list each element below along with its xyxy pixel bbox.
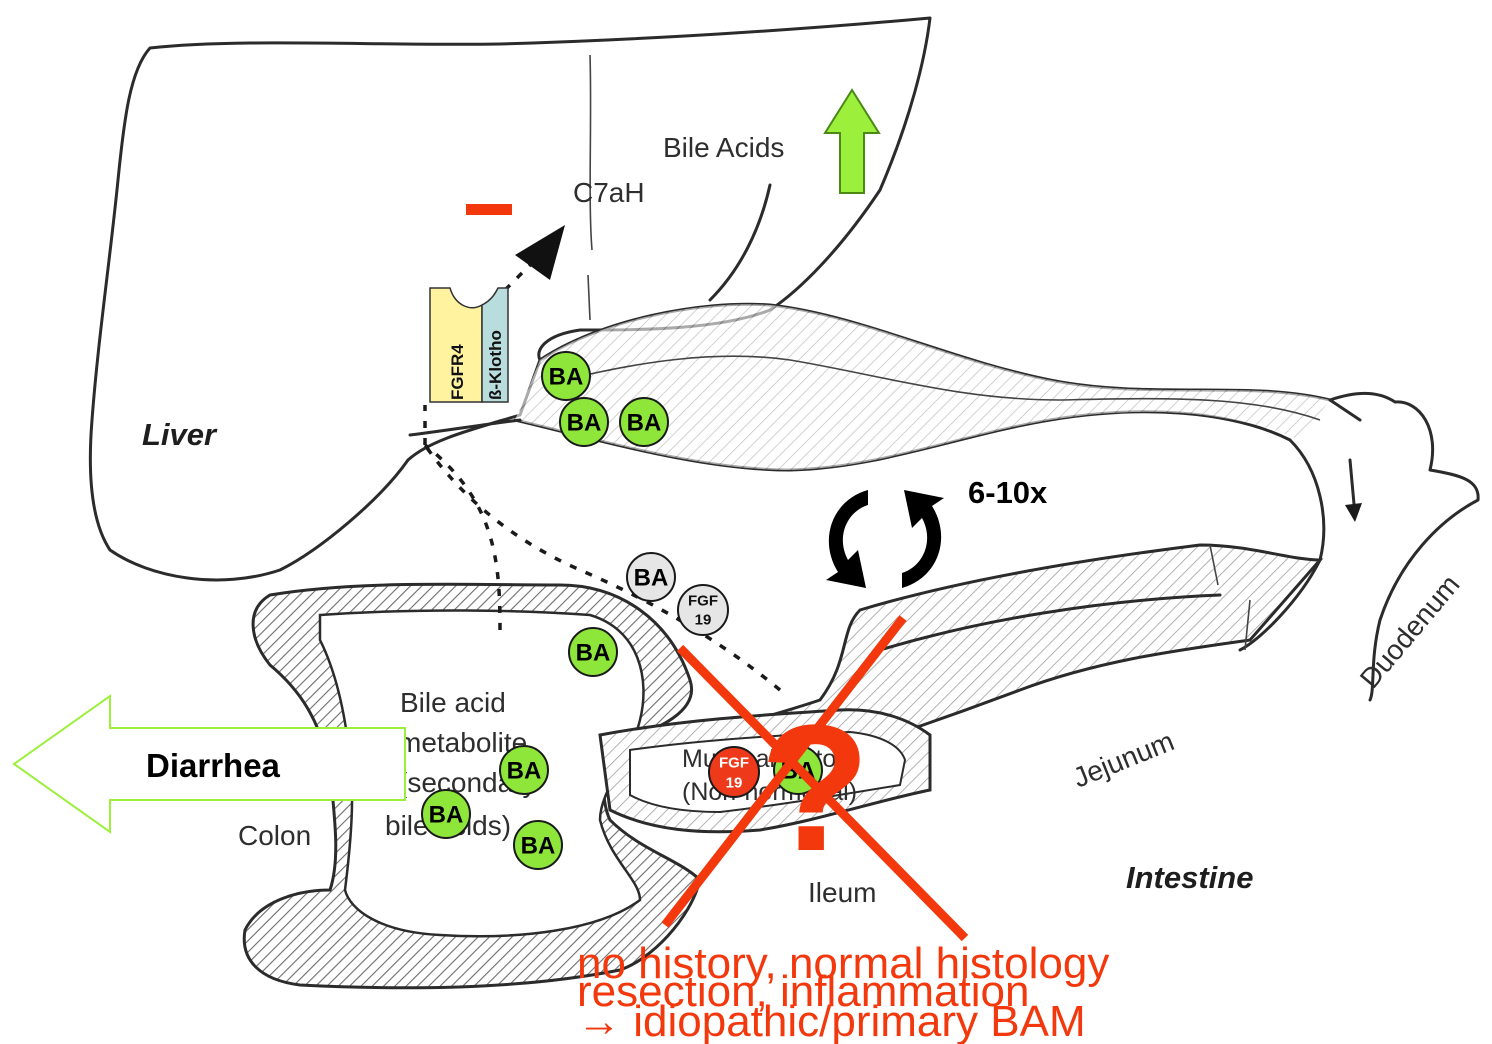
fgf19-marker-red: FGF 19 [709,747,759,797]
bile-acids-label: Bile Acids [663,132,784,163]
ba-marker: BA [620,398,668,446]
ba-marker-grey: BA [627,553,675,601]
svg-text:FGF: FGF [719,755,749,772]
signal-arrowhead [515,225,565,280]
liver-label: Liver [142,417,218,452]
fgf19-marker-grey: FGF 19 [678,585,728,635]
svg-text:19: 19 [726,775,743,792]
jejunum-label: Jejunum [1069,725,1179,793]
liver-outline [90,18,930,580]
duodenum-label: Duodenum [1354,569,1466,694]
metabolite-line-1: Bile acid [400,687,506,718]
c7ah-label: C7aH [573,177,645,208]
recycle-arrows-icon [826,490,944,588]
idiopathic-note: no history, normal histology resection, … [577,939,1109,1044]
intestine-label: Intestine [1126,860,1253,895]
colon-label: Colon [238,820,311,851]
svg-text:BA: BA [627,410,662,437]
svg-text:19: 19 [695,612,712,629]
svg-text:BA: BA [507,758,542,785]
bile-duct-line [710,185,770,300]
ba-marker: BA [560,398,608,446]
klotho-label: ß-Klotho [486,330,505,400]
cycle-count-label: 6-10x [968,475,1048,510]
diarrhea-label: Diarrhea [146,747,281,784]
fgfr4-klotho-receptor: FGFR4 ß-Klotho [430,288,508,402]
increase-arrow-up [825,90,879,193]
ba-marker: BA [422,790,470,838]
svg-text:BA: BA [634,565,669,592]
svg-text:BA: BA [567,410,602,437]
svg-text:BA: BA [549,364,584,391]
inhibition-minus-sign [466,204,512,215]
ba-marker: BA [569,628,617,676]
fgfr4-label: FGFR4 [448,344,467,400]
ba-marker: BA [514,821,562,869]
question-mark: ? [760,688,870,889]
svg-text:BA: BA [521,833,556,860]
ba-marker: BA [542,352,590,400]
note-line-3: → idiopathic/primary BAM [577,997,1086,1044]
ba-marker: BA [500,746,548,794]
svg-text:FGF: FGF [688,593,718,610]
svg-text:BA: BA [429,802,464,829]
svg-text:BA: BA [576,640,611,667]
